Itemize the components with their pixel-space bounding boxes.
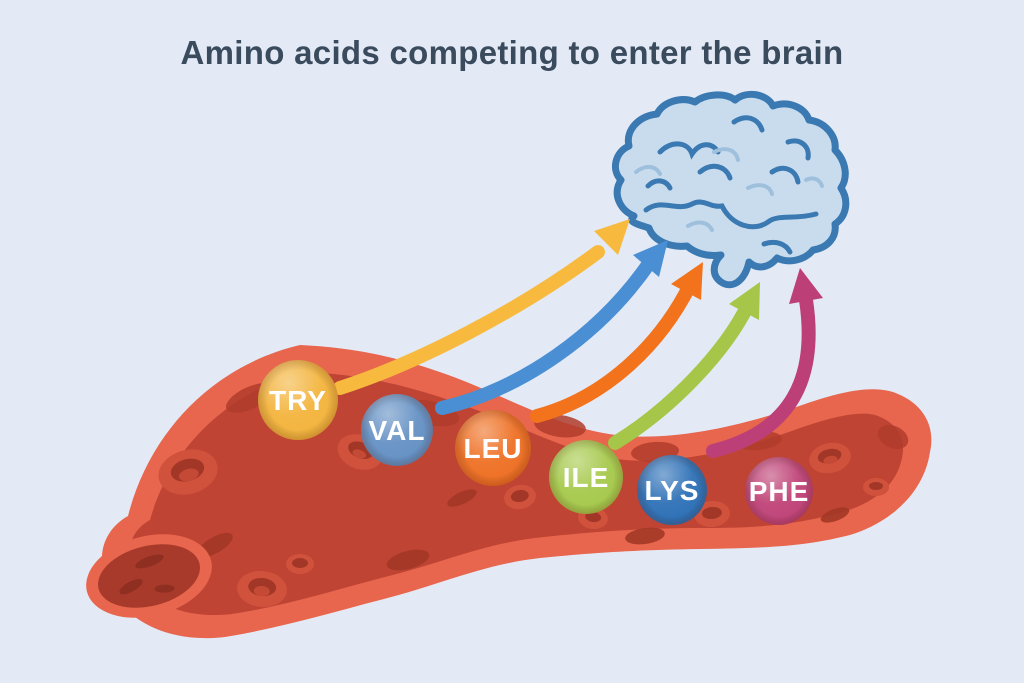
circle-sheen: [361, 394, 433, 466]
red-blood-cell: [809, 442, 851, 474]
amino-acid-leu: LEU: [455, 410, 531, 486]
red-blood-cell-side: [447, 489, 477, 507]
arrow-phe: [706, 268, 823, 458]
red-blood-cell: [863, 478, 889, 496]
amino-acid-label: VAL: [369, 415, 426, 446]
brain-illustration: [611, 90, 850, 289]
amino-acid-phe: PHE: [745, 457, 813, 525]
arrow-shaft: [608, 298, 755, 450]
circle-sheen: [637, 455, 707, 525]
arrow-head: [633, 240, 668, 277]
red-blood-cell: [158, 449, 218, 495]
circle-sheen: [745, 457, 813, 525]
red-blood-cell-side: [386, 549, 430, 571]
red-blood-cell-side: [625, 527, 665, 545]
amino-acid-lys: LYS: [637, 455, 707, 525]
arrow-head: [594, 219, 630, 255]
red-blood-cell: [694, 500, 730, 528]
arrow-head: [789, 268, 823, 304]
red-blood-cell: [237, 570, 287, 608]
amino-acid-label: LYS: [645, 475, 700, 506]
red-blood-cell-side: [820, 507, 850, 523]
vessel-opening: [86, 534, 212, 618]
arrow-shaft: [435, 255, 657, 415]
arrow-val: [435, 240, 668, 415]
amino-acid-val: VAL: [361, 394, 433, 466]
amino-acid-bubbles: TRY VAL LEU ILE: [258, 360, 813, 525]
red-blood-cell: [286, 554, 314, 574]
circle-sheen: [455, 410, 531, 486]
circle-sheen: [549, 440, 623, 514]
red-blood-cell: [504, 484, 536, 510]
red-blood-cells: [158, 434, 889, 608]
amino-acid-label: ILE: [563, 462, 610, 493]
arrow-shaft: [333, 245, 605, 395]
page-title: Amino acids competing to enter the brain: [180, 34, 844, 71]
brain-folds: [634, 115, 824, 255]
arrow-leu: [530, 262, 703, 423]
amino-acid-try: TRY: [258, 360, 338, 440]
arrows: [333, 219, 823, 458]
amino-acid-label: PHE: [749, 476, 810, 507]
amino-acid-label: TRY: [269, 385, 327, 416]
arrow-shaft: [530, 278, 697, 423]
amino-acid-label: LEU: [464, 433, 523, 464]
circle-sheen: [258, 360, 338, 440]
arrow-head: [671, 262, 703, 300]
arrow-shaft: [706, 293, 816, 458]
arrow-try: [333, 219, 630, 395]
arrow-ile: [608, 282, 760, 450]
arrow-head: [729, 282, 760, 320]
amino-acid-ile: ILE: [549, 440, 623, 514]
